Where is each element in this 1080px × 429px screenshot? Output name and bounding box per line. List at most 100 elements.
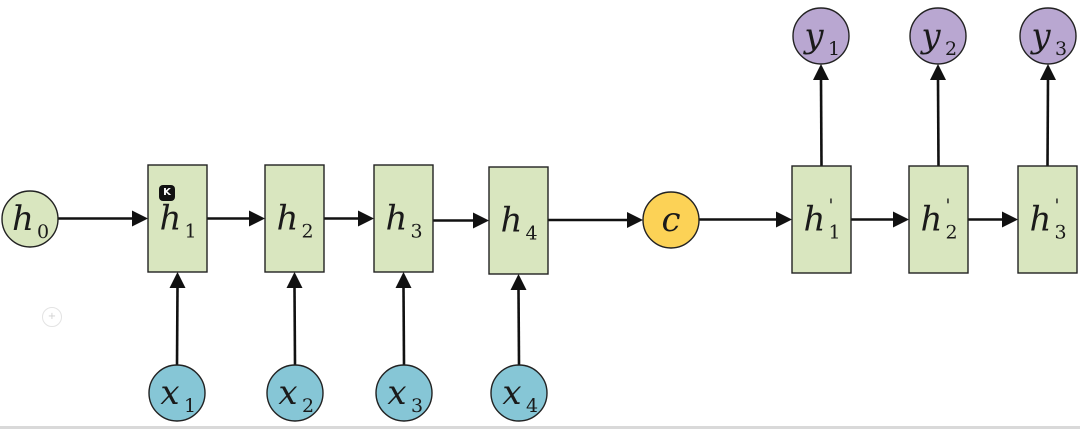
- arrowhead-icon: [1040, 64, 1056, 80]
- arrowhead-icon: [776, 211, 792, 228]
- node-box: [147, 164, 208, 273]
- node-label-sub: 2: [302, 221, 314, 243]
- node-label-sub: 0: [37, 221, 49, 243]
- arrowhead-icon: [132, 210, 148, 227]
- node-box: [264, 164, 325, 273]
- bottom-divider: [0, 426, 1080, 429]
- node-label-prime: ': [946, 196, 951, 217]
- node-label-main: h: [160, 199, 182, 239]
- node-label-sub: 1: [829, 222, 841, 244]
- node-box: [908, 165, 969, 274]
- node-circle: [1019, 7, 1077, 65]
- node-label-main: x: [502, 373, 521, 413]
- node-circle: [1, 190, 59, 248]
- node-label-main: y: [1029, 16, 1051, 56]
- node-box: [373, 164, 434, 273]
- node-label-sub: 3: [411, 395, 423, 417]
- node-circle: [792, 7, 850, 65]
- node-label-main: x: [387, 373, 406, 413]
- node-label-main: x: [160, 373, 179, 413]
- edge-h2-to-h3: [324, 210, 374, 227]
- node-label-main: h: [501, 201, 523, 241]
- edge-line: [1046, 78, 1050, 167]
- arrowhead-icon: [627, 212, 643, 228]
- node-label-main: h: [1030, 200, 1052, 240]
- plus-circle-icon: +: [42, 307, 62, 327]
- edge-h3-to-h4: [433, 212, 489, 229]
- node-circle: [375, 364, 433, 422]
- node-label-main: y: [802, 16, 824, 56]
- edge-line: [402, 286, 406, 366]
- node-label-main: h: [921, 200, 943, 240]
- node-label-main: c: [661, 200, 680, 240]
- edge-h0-to-h1: [58, 210, 148, 227]
- node-label-sub: 2: [946, 222, 958, 244]
- node-box: [1017, 165, 1078, 274]
- edge-x2-to-h2: [286, 272, 303, 366]
- arrowhead-icon: [893, 211, 909, 228]
- node-box: [791, 165, 852, 274]
- edge-hp1-to-hp2: [851, 211, 909, 228]
- node-label-sub: 3: [1055, 38, 1067, 60]
- node-label-main: h: [386, 199, 408, 239]
- node-label-prime: ': [829, 196, 834, 217]
- node-label-sub: 4: [526, 395, 538, 417]
- arrowhead-icon: [813, 64, 829, 80]
- edge-hp3-to-y3: [1040, 64, 1056, 167]
- node-circle: [266, 364, 324, 422]
- node-label-sub: 1: [185, 221, 197, 243]
- node-label-main: y: [919, 16, 941, 56]
- node-label-main: h: [804, 200, 826, 240]
- node-label-prime: ': [1055, 196, 1060, 217]
- node-label-sub: 1: [828, 38, 840, 60]
- edge-h4-to-c: [548, 212, 643, 228]
- edge-h1-to-h2: [207, 210, 265, 227]
- edge-hp2-to-y2: [930, 64, 946, 167]
- watermark-logo-icon: K: [159, 185, 175, 201]
- node-label-sub: 3: [411, 221, 423, 243]
- edge-line: [175, 286, 179, 366]
- edge-c-to-hp1: [699, 211, 792, 228]
- node-label-sub: 4: [526, 223, 538, 245]
- arrowhead-icon: [358, 210, 374, 227]
- node-label-main: x: [278, 373, 297, 413]
- arrowhead-icon: [169, 272, 186, 288]
- arrowhead-icon: [1002, 211, 1018, 228]
- arrowhead-icon: [510, 274, 527, 290]
- edge-x3-to-h3: [395, 272, 412, 366]
- node-label-main: h: [12, 199, 34, 239]
- node-circle: [148, 364, 206, 422]
- edge-hp1-to-y1: [813, 64, 829, 167]
- node-circle: [642, 191, 700, 249]
- node-circle: [490, 364, 548, 422]
- node-label-sub: 2: [302, 395, 314, 417]
- arrowhead-icon: [395, 272, 412, 288]
- node-box: [488, 166, 549, 275]
- edge-line: [936, 78, 940, 167]
- node-circle: [909, 7, 967, 65]
- arrowhead-icon: [473, 212, 489, 229]
- edge-line: [819, 78, 823, 167]
- arrowhead-icon: [930, 64, 946, 80]
- node-label-main: h: [277, 199, 299, 239]
- edge-line: [293, 286, 297, 366]
- edge-hp2-to-hp3: [968, 211, 1018, 228]
- node-label-sub: 3: [1055, 222, 1067, 244]
- edges-layer: [58, 64, 1056, 366]
